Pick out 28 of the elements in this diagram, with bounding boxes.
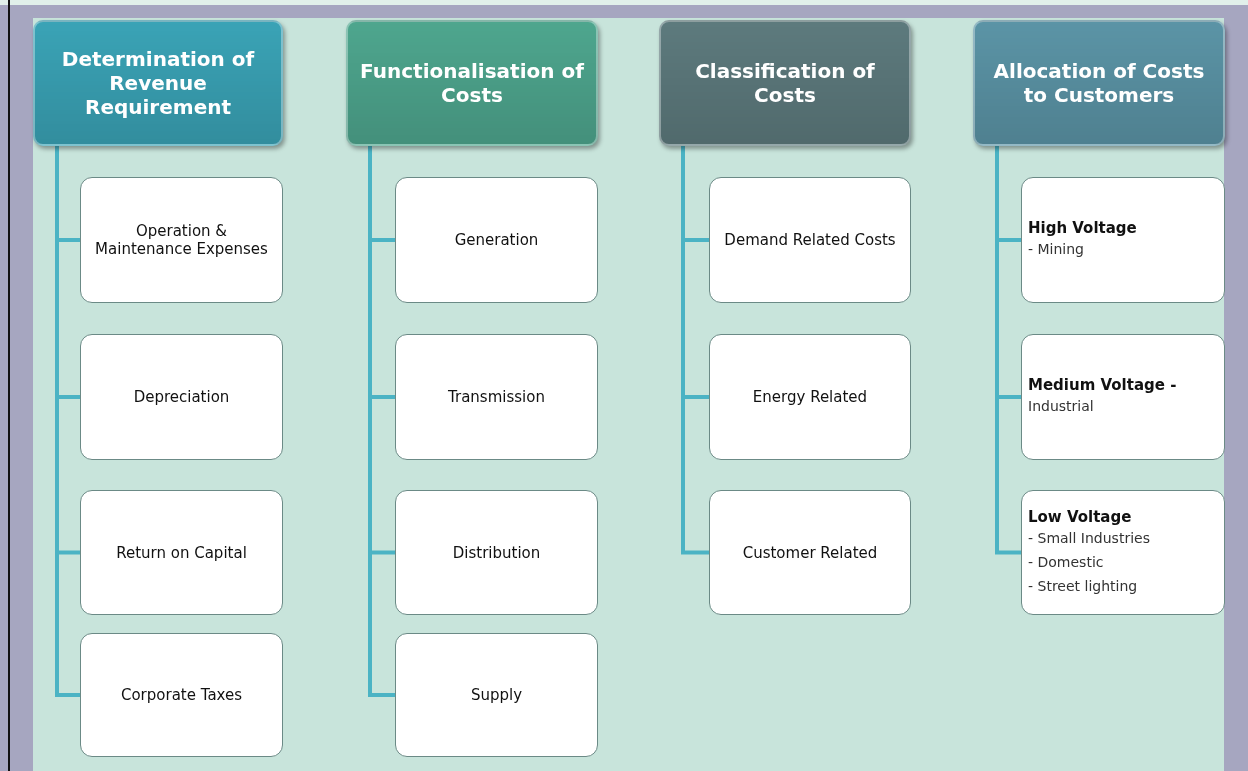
item-title: Low Voltage: [1028, 507, 1132, 526]
item-title: Medium Voltage -: [1028, 376, 1177, 394]
item-box: Operation & Maintenance Expenses: [80, 177, 283, 303]
item-box: Corporate Taxes: [80, 633, 283, 757]
item-detail: - Small Industries: [1028, 528, 1150, 548]
item-detail: - Street lighting: [1028, 576, 1138, 596]
category-header: Functionalisation of Costs: [346, 20, 598, 146]
category-header: Determination of Revenue Requirement: [33, 20, 283, 146]
item-box: Return on Capital: [80, 490, 283, 615]
item-box: Distribution: [395, 490, 598, 615]
connector-line: [681, 146, 709, 555]
item-box: Demand Related Costs: [709, 177, 911, 303]
item-box: Transmission: [395, 334, 598, 460]
category-item-box: [1021, 490, 1225, 615]
item-detail: Industrial: [1028, 397, 1094, 416]
connector-line: [995, 146, 1021, 555]
category-header: Allocation of Costs to Customers: [973, 20, 1225, 146]
item-detail: - Mining: [1028, 240, 1084, 259]
item-box: Supply: [395, 633, 598, 757]
item-box: Generation: [395, 177, 598, 303]
item-box: Energy Related: [709, 334, 911, 460]
item-title: High Voltage: [1028, 219, 1137, 237]
item-detail: - Domestic: [1028, 552, 1104, 572]
category-item-box: [1021, 177, 1225, 303]
item-box: Depreciation: [80, 334, 283, 460]
category-item-box: [1021, 334, 1225, 460]
category-header: Classification of Costs: [659, 20, 911, 146]
item-box: Customer Related: [709, 490, 911, 615]
